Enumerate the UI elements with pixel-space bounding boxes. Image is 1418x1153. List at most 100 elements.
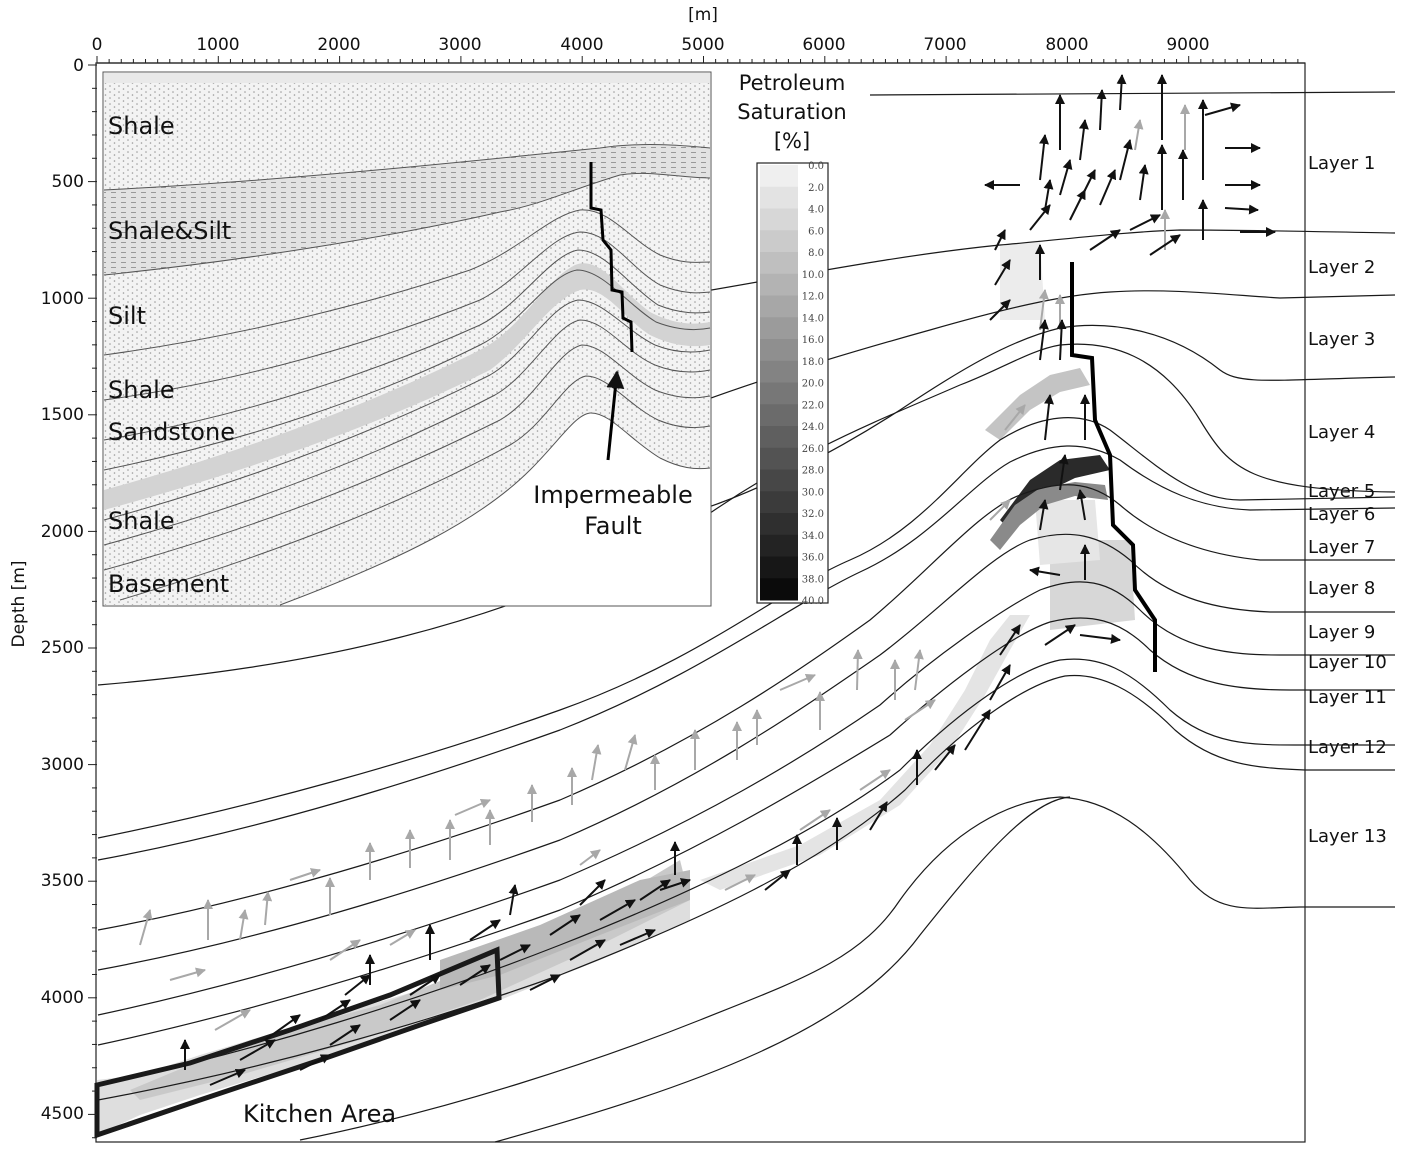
legend-swatch <box>760 513 798 536</box>
legend-title-line-1: Petroleum <box>739 71 846 95</box>
layer-label-2: Layer 2 <box>1308 257 1375 278</box>
legend-tick-label: 24.0 <box>802 422 824 433</box>
y-tick-label: 0 <box>73 56 84 76</box>
y-tick-label: 3500 <box>41 871 84 891</box>
y-tick-label: 1000 <box>41 289 84 309</box>
legend-tick-label: 28.0 <box>802 466 824 477</box>
legend-swatch <box>760 404 798 427</box>
layer-label-8: Layer 8 <box>1308 578 1375 599</box>
inset-fault-line <box>589 162 634 353</box>
legend-tick-label: 8.0 <box>808 248 824 259</box>
legend-swatch <box>760 556 798 579</box>
legend-swatch <box>760 534 798 557</box>
x-tick-label: 4000 <box>560 35 603 55</box>
legend-swatch <box>760 273 798 296</box>
legend-swatch <box>760 186 798 209</box>
x-tick-label: 3000 <box>438 35 481 55</box>
legend-tick-label: 12.0 <box>802 292 824 303</box>
legend-tick-label: 34.0 <box>802 531 824 542</box>
legend-swatch <box>760 426 798 449</box>
layer-label-10: Layer 10 <box>1308 652 1387 673</box>
y-tick-label: 2500 <box>41 638 84 658</box>
legend-tick-label: 22.0 <box>802 400 824 411</box>
y-tick-label: 2000 <box>41 522 84 542</box>
layer-labels: Layer 1 Layer 2 Layer 3 Layer 4 Layer 5 … <box>1308 153 1387 847</box>
main-fault-line <box>1070 262 1157 672</box>
legend-tick-label: 26.0 <box>802 444 824 455</box>
layer-label-12: Layer 12 <box>1308 737 1387 758</box>
rock-label-shale-middle: Shale <box>108 376 175 404</box>
legend-tick-label: 36.0 <box>802 553 824 564</box>
layer-label-1: Layer 1 <box>1308 153 1375 174</box>
legend-swatch <box>760 578 798 601</box>
rock-label-shale-lower: Shale <box>108 507 175 535</box>
legend-tick-label: 0.0 <box>808 161 824 172</box>
rock-label-silt: Silt <box>108 302 146 330</box>
x-tick-label: 9000 <box>1166 35 1209 55</box>
legend-tick-label: 6.0 <box>808 226 824 237</box>
legend-tick-label: 38.0 <box>802 574 824 585</box>
legend-tick-label: 40.0 <box>802 596 824 607</box>
inset-cross-section: Shale Shale&Silt Silt Shale Sandstone Sh… <box>102 71 712 607</box>
x-tick-label: 1000 <box>196 35 239 55</box>
fault-pointer-arrow <box>606 370 625 461</box>
y-axis-title: Depth [m] <box>9 560 29 647</box>
legend-title-line-2: Saturation <box>737 100 846 124</box>
legend-tick-label: 16.0 <box>802 335 824 346</box>
legend-tick-label: 4.0 <box>808 205 824 216</box>
y-tick-label: 500 <box>52 172 84 192</box>
x-tick-label: 0 <box>92 35 103 55</box>
legend-tick-label: 14.0 <box>802 313 824 324</box>
legend-title-line-3: [%] <box>774 129 810 153</box>
layer-label-13: Layer 13 <box>1308 826 1387 847</box>
layer-label-6: Layer 6 <box>1308 504 1375 525</box>
rock-label-basement: Basement <box>108 570 229 598</box>
fault-label-line-1: Impermeable <box>533 481 692 509</box>
legend-tick-label: 10.0 <box>802 270 824 281</box>
legend-tick-label: 30.0 <box>802 487 824 498</box>
migration-arrows <box>139 74 1276 1086</box>
legend-swatch <box>760 382 798 405</box>
rock-label-shale-top: Shale <box>108 112 175 140</box>
kitchen-area-outline <box>94 946 502 1139</box>
fault-label-line-2: Fault <box>584 512 642 540</box>
legend-swatch <box>760 447 798 470</box>
y-tick-label: 3000 <box>41 755 84 775</box>
legend-tick-label: 18.0 <box>802 357 824 368</box>
y-axis: Depth [m] 0 500 1000 1500 2000 2500 3000… <box>9 56 97 1139</box>
y-tick-label: 4000 <box>41 988 84 1008</box>
legend-swatch <box>760 252 798 275</box>
saturation-legend: Petroleum Saturation [%] 0.0 2.0 4.0 6.0 8.0… <box>737 71 846 607</box>
layer-label-7: Layer 7 <box>1308 537 1375 558</box>
legend-tick-label: 2.0 <box>808 183 824 194</box>
y-tick-label: 4500 <box>41 1104 84 1124</box>
layer-label-3: Layer 3 <box>1308 329 1375 350</box>
legend-swatch <box>760 360 798 383</box>
legend-tick-label: 32.0 <box>802 509 824 520</box>
x-tick-label: 6000 <box>802 35 845 55</box>
rock-label-shale-silt: Shale&Silt <box>108 217 231 245</box>
rock-label-sandstone: Sandstone <box>108 418 235 446</box>
y-tick-label: 1500 <box>41 405 84 425</box>
legend-swatch <box>760 339 798 362</box>
legend-swatch <box>760 317 798 340</box>
layer-label-9: Layer 9 <box>1308 622 1375 643</box>
layer-label-11: Layer 11 <box>1308 687 1387 708</box>
kitchen-area-label: Kitchen Area <box>243 1100 396 1128</box>
legend-swatch <box>760 295 798 318</box>
legend-tick-label: 20.0 <box>802 379 824 390</box>
layer-label-4: Layer 4 <box>1308 422 1375 443</box>
x-tick-label: 5000 <box>681 35 724 55</box>
legend-swatch <box>760 165 798 188</box>
legend-swatch <box>760 230 798 253</box>
x-tick-label: 2000 <box>317 35 360 55</box>
x-axis-unit-label: [m] <box>688 5 718 25</box>
x-tick-label: 8000 <box>1045 35 1088 55</box>
legend-swatch <box>760 469 798 492</box>
x-tick-label: 7000 <box>923 35 966 55</box>
legend-swatch <box>760 491 798 514</box>
layer-label-5: Layer 5 <box>1308 481 1375 502</box>
x-axis: [m] 0 1000 2000 3000 4000 5000 6000 7000… <box>92 5 1305 64</box>
legend-swatch <box>760 208 798 231</box>
